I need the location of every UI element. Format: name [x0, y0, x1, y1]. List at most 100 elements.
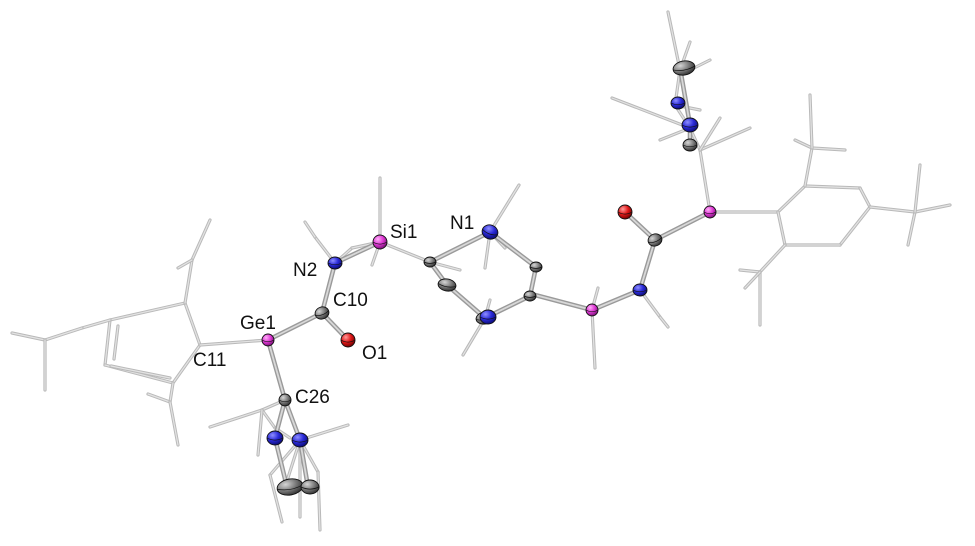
atom-principal-axis — [372, 241, 388, 245]
atom-upper-c — [672, 60, 696, 76]
atom-body — [278, 393, 292, 407]
atom-upper-n — [670, 96, 686, 110]
atom-principal-axis — [261, 339, 275, 343]
label-c10: C10 — [333, 290, 368, 311]
atoms — [261, 60, 717, 496]
atom-c10 — [314, 306, 330, 320]
ellipsoid-bond-highlight — [299, 439, 309, 488]
wireframe-bond-highlight — [859, 187, 871, 208]
wireframe-bond-highlight — [169, 401, 179, 446]
atom-body — [672, 60, 696, 76]
wireframe-bond-highlight — [11, 332, 46, 341]
wireframe-bond-highlight — [269, 474, 283, 523]
atom-c-right — [647, 233, 663, 247]
atom-body — [266, 430, 284, 446]
atom-n-right — [632, 283, 648, 297]
atom-principal-axis — [648, 237, 662, 243]
wireframe-bond-highlight — [699, 149, 711, 213]
atom-body — [340, 332, 356, 348]
wireframe-bond-highlight — [184, 302, 201, 346]
wireframe-bond-highlight — [169, 382, 174, 403]
wireframe-bond-highlight — [379, 241, 431, 263]
wireframe-bonds — [10, 10, 952, 532]
ellipsoid-bond-highlight — [429, 231, 491, 263]
wireframe-bond-highlight — [261, 409, 276, 429]
ellipsoid-bond-highlight — [274, 437, 288, 488]
atom-body — [585, 303, 599, 317]
atom-ring-c — [423, 256, 437, 268]
atom-ring-c — [529, 261, 543, 273]
wireframe-bond-highlight — [81, 319, 111, 329]
atom-principal-axis — [585, 309, 599, 313]
wireframe-bond-highlight — [257, 409, 263, 456]
wireframe-bond-highlight — [113, 325, 119, 360]
atom-n2 — [327, 256, 343, 270]
atom-body — [681, 117, 699, 133]
atom-principal-axis — [266, 437, 284, 441]
wireframe-bond-highlight — [699, 127, 751, 151]
atom-principal-axis — [482, 229, 498, 236]
atom-body — [437, 278, 457, 292]
ellipsoid-bond-highlight — [639, 239, 656, 291]
wireframe-bond-highlight — [804, 147, 813, 187]
wireframe-bond-highlight — [147, 393, 171, 403]
atom-body — [423, 256, 437, 268]
ellipsoid-bond-highlight — [534, 294, 593, 311]
wireframe-bond-highlight — [184, 259, 193, 304]
atom-lower-n — [291, 432, 309, 448]
ellipsoid-bond-highlight — [679, 67, 691, 126]
wireframe-bond-highlight — [777, 211, 786, 246]
atom-ge-right — [703, 205, 717, 219]
wireframe-bond-highlight — [699, 117, 721, 151]
atom-principal-axis — [523, 295, 537, 298]
atom-upper-c — [682, 138, 698, 152]
atom-principal-axis — [673, 65, 696, 71]
wireframe-bond-highlight — [914, 164, 921, 213]
wireframe-bond-highlight — [285, 439, 301, 485]
atom-c26 — [278, 393, 292, 407]
atom-n1 — [481, 224, 499, 240]
label-n1: N1 — [450, 213, 474, 234]
wireframe-bond-highlight — [110, 365, 171, 379]
wireframe-bond-highlight — [907, 211, 916, 246]
atom-si-right — [585, 303, 599, 317]
atom-ring-c — [523, 290, 537, 302]
ellipsoid-bond-highlight — [654, 211, 711, 241]
ellipsoid-bond-highlight — [489, 231, 537, 268]
atom-principal-axis — [340, 339, 356, 343]
wireframe-bond-highlight — [759, 244, 786, 273]
wireframe-bond-highlight — [104, 319, 111, 366]
ellipsoid-bond-highlight — [267, 339, 286, 401]
atom-o-right — [617, 204, 633, 220]
atom-principal-axis — [703, 211, 717, 215]
atom-principal-axis — [278, 399, 292, 403]
atom-body — [523, 290, 537, 302]
atom-principal-axis — [682, 144, 698, 148]
wireframe-bond-highlight — [804, 185, 861, 189]
wireframe-bond-highlight — [809, 94, 813, 149]
atom-body — [300, 479, 320, 495]
atom-principal-axis — [327, 262, 343, 266]
atom-principal-axis — [423, 261, 437, 264]
atom-body — [372, 234, 388, 250]
atom-body — [670, 96, 686, 110]
atom-body — [327, 256, 343, 270]
atom-body — [291, 432, 309, 448]
atom-o1 — [340, 332, 356, 348]
atom-principal-axis — [479, 316, 497, 320]
ellipsoid-bond-highlight — [591, 289, 641, 311]
wireframe-bond-highlight — [191, 219, 211, 261]
atom-principal-axis — [617, 211, 633, 215]
atom-labels: Si1 N1 N2 C10 Ge1 O1 C11 C26 — [193, 213, 474, 408]
label-c26: C26 — [295, 387, 330, 408]
wireframe-bond-highlight — [209, 409, 263, 428]
wireframe-bond-highlight — [777, 185, 806, 213]
atom-principal-axis — [300, 486, 320, 490]
wireframe-bond-highlight — [304, 221, 316, 238]
wireframe-bond-highlight — [299, 424, 349, 441]
ellipsoid-bond-highlight — [321, 262, 336, 314]
wireframe-bond-highlight — [591, 309, 596, 369]
atom-body — [261, 333, 275, 347]
label-si1: Si1 — [390, 222, 417, 243]
